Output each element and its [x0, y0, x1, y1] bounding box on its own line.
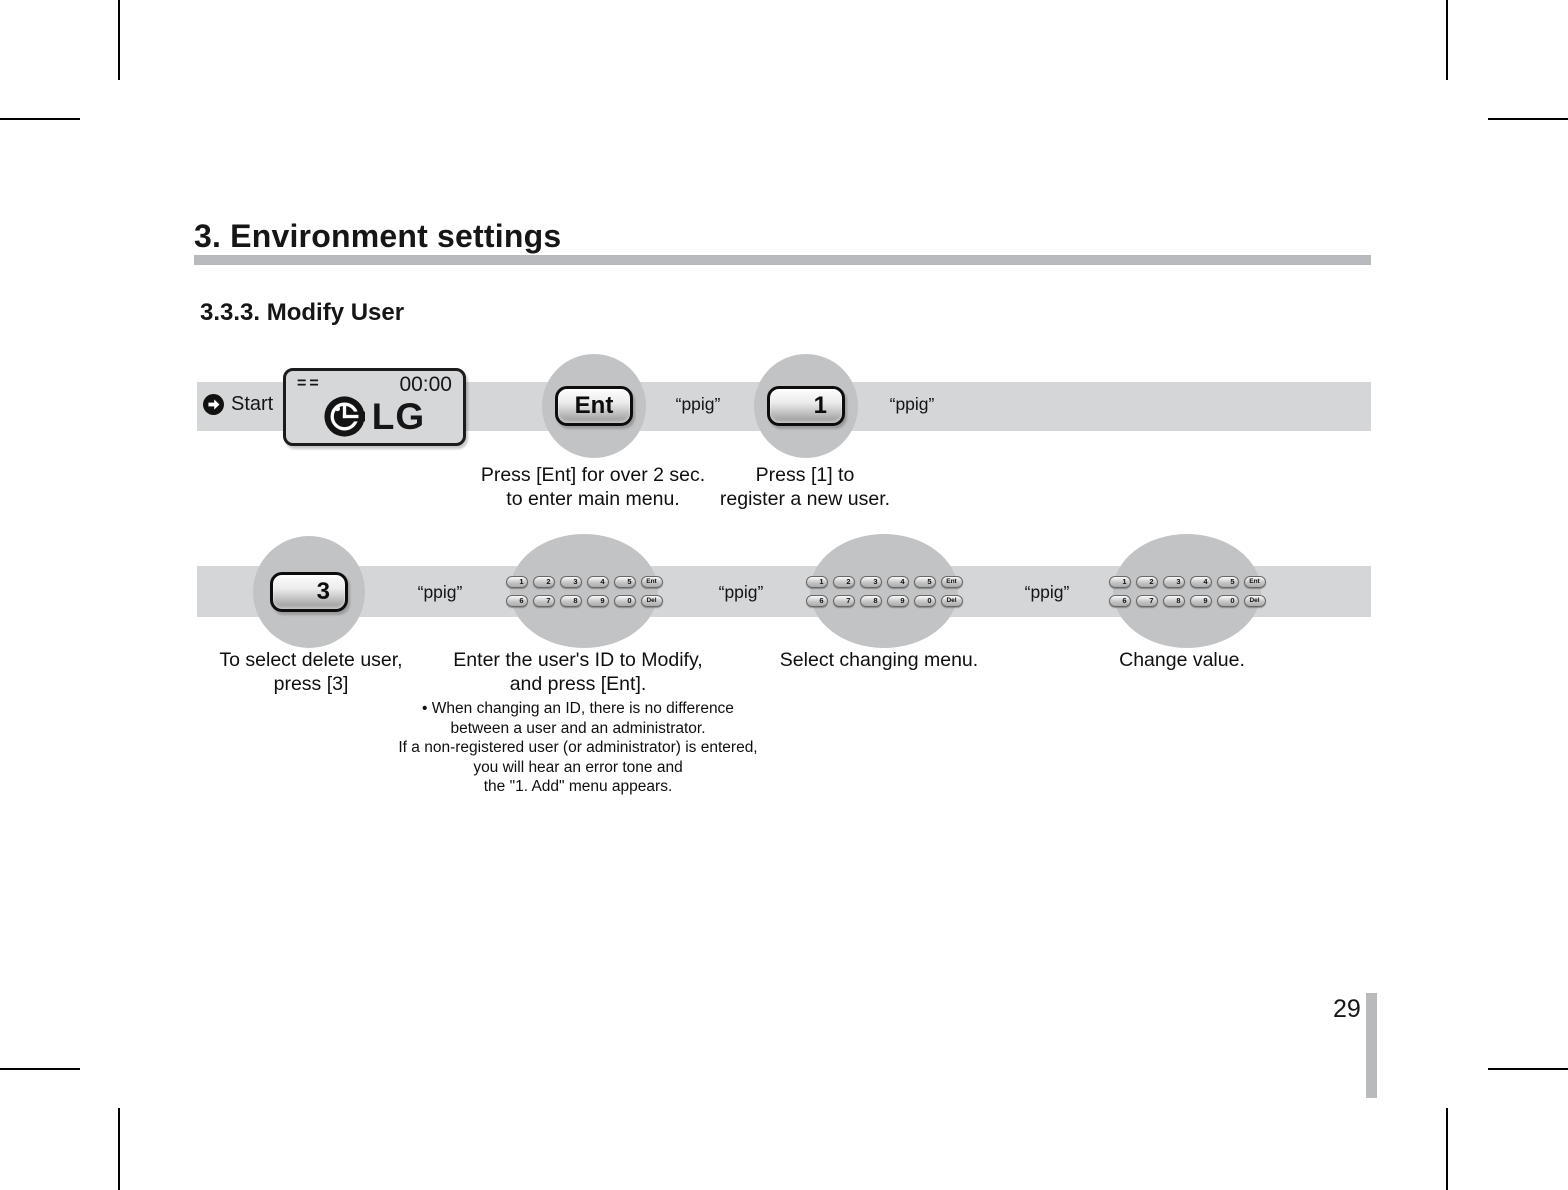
keypad-key-7[interactable]: 7 [1135, 594, 1158, 607]
keypad-key-0[interactable]: 0 [913, 594, 936, 607]
keypad-key-0[interactable]: 0 [1216, 594, 1239, 607]
caption-press-ent: Press [Ent] for over 2 sec. to enter mai… [480, 464, 706, 510]
crop-mark-top-right-horizontal [1488, 118, 1568, 120]
section-title: 3.3.3. Modify User [200, 299, 405, 326]
keypad-key-8[interactable]: 8 [559, 594, 582, 607]
keypad-key-1[interactable]: 1 [1108, 575, 1131, 588]
caption-select-menu: Select changing menu. [779, 649, 979, 671]
key-3-button[interactable]: 3 [270, 572, 348, 612]
caption-enter-id-notes: • When changing an ID, there is no diffe… [398, 700, 758, 795]
step-circle-1: 1 [754, 354, 858, 458]
keypad-key-2[interactable]: 2 [1135, 575, 1158, 588]
crop-mark-bottom-left-vertical [118, 1108, 120, 1190]
keypad-key-9[interactable]: 9 [1189, 594, 1212, 607]
keypad-key-4[interactable]: 4 [586, 575, 609, 588]
key-1-button[interactable]: 1 [767, 386, 845, 426]
keypad-key-5[interactable]: 5 [913, 575, 936, 588]
lcd-time: 00:00 [399, 373, 452, 396]
sound-label: “ppig” [718, 582, 764, 602]
keypad-key-5[interactable]: 5 [1216, 575, 1239, 588]
keypad-key-ent[interactable]: Ent [640, 575, 663, 588]
page-number-bar [1366, 993, 1377, 1098]
caption-enter-id: Enter the user's ID to Modify, and press… [398, 649, 758, 795]
lcd-status-text: == [297, 375, 322, 392]
keypad-key-0[interactable]: 0 [613, 594, 636, 607]
keypad-key-del[interactable]: Del [940, 594, 963, 607]
crop-mark-bottom-right-horizontal [1488, 1068, 1568, 1070]
lg-logo-text: LG [371, 396, 426, 437]
keypad-key-8[interactable]: 8 [1162, 594, 1185, 607]
start-arrow-icon [203, 394, 224, 415]
crop-mark-top-left-vertical [118, 0, 120, 80]
caption-press-3: To select delete user, press [3] [219, 649, 403, 695]
chapter-title: 3. Environment settings [194, 218, 562, 254]
lcd-display: == 00:00 LG [283, 368, 466, 446]
keypad-key-3[interactable]: 3 [559, 575, 582, 588]
caption-press-1: Press [1] to register a new user. [719, 464, 891, 510]
sound-label: “ppig” [1024, 582, 1070, 602]
crop-mark-bottom-right-vertical [1446, 1108, 1448, 1190]
keypad-key-1[interactable]: 1 [505, 575, 528, 588]
ent-button[interactable]: Ent [555, 386, 633, 426]
sound-label: “ppig” [675, 394, 721, 414]
keypad-key-2[interactable]: 2 [532, 575, 555, 588]
crop-mark-top-left-horizontal [0, 118, 80, 120]
crop-mark-top-right-vertical [1446, 0, 1448, 80]
keypad-key-1[interactable]: 1 [805, 575, 828, 588]
crop-mark-bottom-left-horizontal [0, 1068, 80, 1070]
keypad-key-del[interactable]: Del [1243, 594, 1266, 607]
chapter-title-underline [194, 255, 1371, 265]
lg-face-icon [324, 396, 365, 437]
keypad-key-4[interactable]: 4 [1189, 575, 1212, 588]
keypad-key-7[interactable]: 7 [832, 594, 855, 607]
keypad-key-9[interactable]: 9 [586, 594, 609, 607]
keypad-key-3[interactable]: 3 [859, 575, 882, 588]
keypad-key-9[interactable]: 9 [886, 594, 909, 607]
start-label: Start [231, 393, 274, 415]
sound-label: “ppig” [417, 582, 463, 602]
caption-change-value: Change value. [1119, 649, 1245, 671]
lcd-logo-row: LG [286, 396, 463, 437]
page-number: 29 [1333, 995, 1361, 1023]
keypad-key-ent[interactable]: Ent [1243, 575, 1266, 588]
keypad-key-6[interactable]: 6 [505, 594, 528, 607]
keypad-key-ent[interactable]: Ent [940, 575, 963, 588]
sound-label: “ppig” [889, 394, 935, 414]
keypad-key-del[interactable]: Del [640, 594, 663, 607]
keypad-key-6[interactable]: 6 [1108, 594, 1131, 607]
keypad-key-6[interactable]: 6 [805, 594, 828, 607]
keypad-key-8[interactable]: 8 [859, 594, 882, 607]
keypad-key-4[interactable]: 4 [886, 575, 909, 588]
keypad-key-7[interactable]: 7 [532, 594, 555, 607]
step-circle-ent: Ent [542, 354, 646, 458]
keypad-key-3[interactable]: 3 [1162, 575, 1185, 588]
start-indicator: Start [203, 393, 273, 416]
step-circle-3: 3 [253, 536, 365, 648]
keypad-key-5[interactable]: 5 [613, 575, 636, 588]
keypad-key-2[interactable]: 2 [832, 575, 855, 588]
